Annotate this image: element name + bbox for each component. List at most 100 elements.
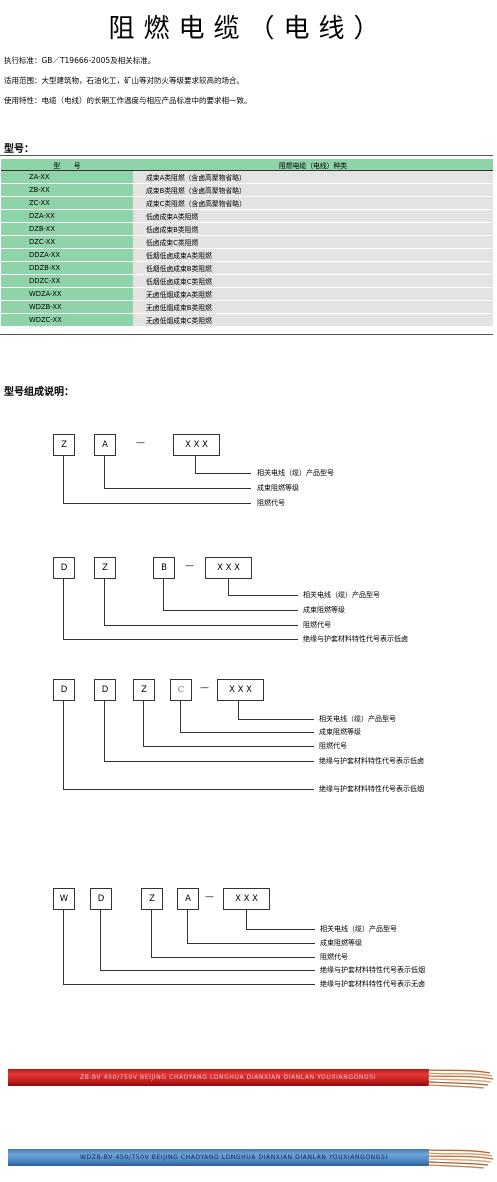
- code-label: 绝缘与护套材料特性代号表示低烟: [319, 785, 424, 793]
- code-box: D: [53, 557, 75, 579]
- code-label: 成束阻燃等级: [319, 728, 361, 736]
- leader-line: [63, 456, 64, 503]
- code-box: Z: [94, 557, 116, 579]
- leader-line: [228, 579, 229, 595]
- code-label: 相关电线（缆）产品型号: [320, 925, 397, 933]
- leader-line: [104, 701, 105, 761]
- model-code: DDZC-XX: [1, 274, 133, 288]
- model-code: DZB-XX: [1, 222, 133, 236]
- models-heading: 型号：: [4, 144, 34, 155]
- code-box: X X X: [205, 557, 252, 579]
- code-label: 成束阻燃等级: [257, 484, 299, 492]
- model-desc: 成束B类阻燃（含卤高聚物省略）: [133, 183, 493, 197]
- code-box: Z: [53, 434, 75, 456]
- wire-print-text: WDZB-BV 450/750V BEIJING CHAOYANG LONGHU…: [80, 1154, 388, 1161]
- code-box: A: [94, 434, 116, 456]
- leader-line: [228, 595, 298, 596]
- table-header-row: 型 号 阻燃电缆（电线）种类: [1, 159, 493, 171]
- code-box: B: [153, 557, 175, 579]
- model-code: DDZA-XX: [1, 248, 133, 262]
- leader-line: [104, 761, 314, 762]
- model-desc: 成束A类阻燃（含卤高聚物省略）: [133, 170, 493, 184]
- code-box: A: [177, 888, 199, 910]
- composition-heading: 型号组成说明：: [4, 387, 74, 398]
- leader-line: [63, 579, 64, 639]
- code-label: 相关电线（缆）产品型号: [257, 469, 334, 477]
- leader-line: [238, 719, 314, 720]
- model-code: WDZB-XX: [1, 300, 133, 314]
- model-code: ZB-XX: [1, 183, 133, 197]
- leader-line: [104, 488, 251, 489]
- leader-line: [195, 456, 196, 473]
- code-label: 阻燃代号: [303, 621, 331, 629]
- code-label: 绝缘与护套材料特性代号表示无卤: [320, 980, 425, 988]
- leader-line: [238, 701, 239, 719]
- code-label: 绝缘与护套材料特性代号表示低卤: [303, 635, 408, 643]
- column-header-type: 阻燃电缆（电线）种类: [133, 159, 493, 171]
- info-scope: 适用范围：大型建筑物，石油化工，矿山等对防火等级要求较高的场合。: [4, 76, 244, 85]
- leader-line: [180, 732, 314, 733]
- leader-line: [246, 929, 315, 930]
- code-label: 相关电线（缆）产品型号: [319, 715, 396, 723]
- model-desc: 低卤成束A类阻燃: [133, 209, 493, 223]
- blue-wire-image: WDZB-BV 450/750V BEIJING CHAOYANG LONGHU…: [8, 1149, 429, 1166]
- model-code: DZC-XX: [1, 235, 133, 249]
- leader-line: [163, 579, 164, 610]
- code-label: 成束阻燃等级: [303, 606, 345, 614]
- model-desc: 低烟低卤成束B类阻燃: [133, 261, 493, 275]
- leader-line: [63, 639, 298, 640]
- divider: [0, 334, 493, 335]
- leader-line: [151, 910, 152, 957]
- model-desc: 无卤低烟成束B类阻燃: [133, 300, 493, 314]
- copper-conductor-icon: [428, 1149, 494, 1169]
- leader-line: [143, 746, 314, 747]
- leader-line: [104, 456, 105, 488]
- model-code: WDZC-XX: [1, 313, 133, 327]
- leader-line: [104, 579, 105, 625]
- code-box: D: [90, 888, 112, 910]
- dash: —: [185, 561, 194, 571]
- dash: —: [136, 438, 145, 448]
- code-box: D: [94, 679, 116, 701]
- copper-conductor-icon: [428, 1069, 494, 1089]
- divider: [0, 155, 493, 156]
- page-title: 阻燃电缆（电线）: [108, 14, 389, 44]
- leader-line: [63, 910, 64, 984]
- code-label: 阻燃代号: [257, 499, 285, 507]
- model-desc: 低卤成束C类阻燃: [133, 235, 493, 249]
- code-label: 阻燃代号: [320, 953, 348, 961]
- leader-line: [63, 789, 314, 790]
- leader-line: [180, 701, 181, 732]
- code-label: 绝缘与护套材料特性代号表示低卤: [319, 757, 424, 765]
- code-label: 阻燃代号: [319, 742, 347, 750]
- model-desc: 低卤成束B类阻燃: [133, 222, 493, 236]
- leader-line: [63, 503, 251, 504]
- leader-line: [63, 701, 64, 789]
- info-standard: 执行标准：GB／T19666-2005及相关标准。: [4, 56, 156, 65]
- model-desc: 成束C类阻燃（含卤高聚物省略）: [133, 196, 493, 210]
- leader-line: [100, 910, 101, 970]
- model-code: WDZA-XX: [1, 287, 133, 301]
- code-box: W: [53, 888, 75, 910]
- code-box: Z: [141, 888, 163, 910]
- column-header-model: 型 号: [1, 159, 133, 171]
- leader-line: [143, 701, 144, 746]
- leader-line: [187, 910, 188, 943]
- leader-line: [246, 910, 247, 929]
- info-characteristics: 使用特性：电缆（电线）的长期工作温度与相应产品标准中的要求相一致。: [4, 96, 252, 105]
- leader-line: [187, 943, 315, 944]
- code-box: X X X: [173, 434, 220, 456]
- red-wire-image: ZB-BV 450/750V BEIJING CHAOYANG LONGHUA …: [8, 1069, 429, 1086]
- code-box: D: [53, 679, 75, 701]
- code-box: Z: [133, 679, 155, 701]
- code-label: 绝缘与护套材料特性代号表示低烟: [320, 966, 425, 974]
